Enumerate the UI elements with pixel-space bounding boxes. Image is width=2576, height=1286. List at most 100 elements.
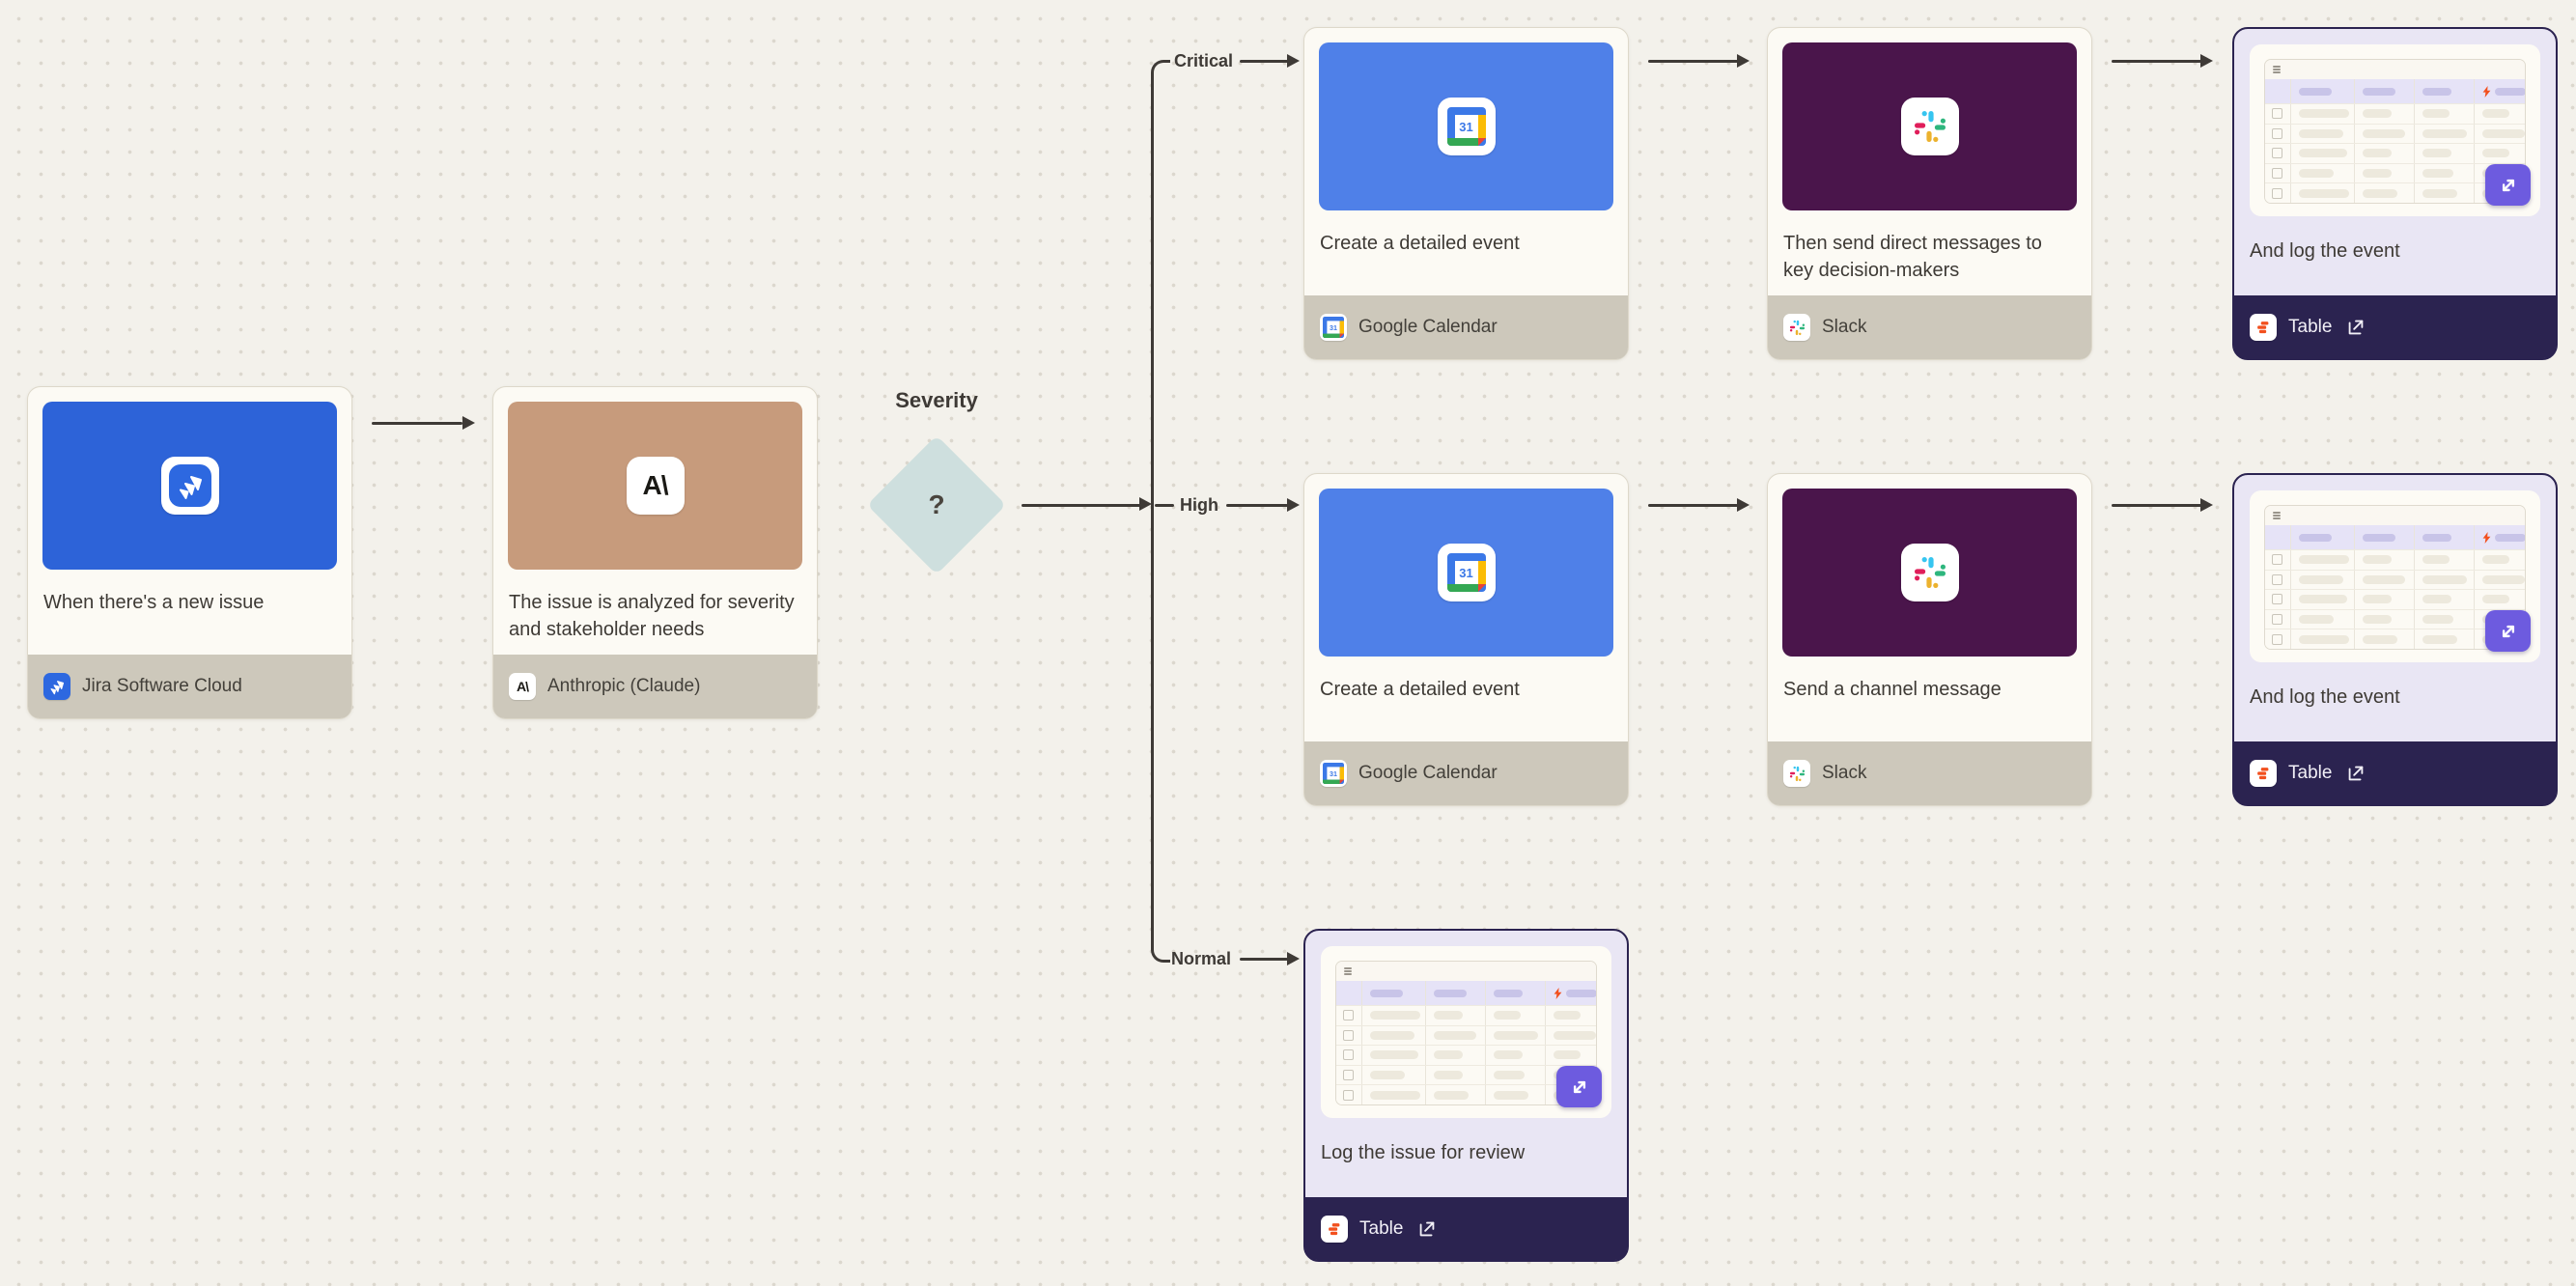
- table-header-row: [2265, 525, 2525, 549]
- row-checkbox: [2272, 614, 2282, 626]
- table-preview-grid: [1335, 961, 1597, 1105]
- table-icon: [2250, 759, 2277, 787]
- table-toolbar: [2265, 60, 2525, 79]
- table-row: [1336, 1045, 1596, 1065]
- node-card-gcal-critical[interactable]: 31 Create a detailed event 31 Google Cal…: [1303, 27, 1629, 360]
- node-app-name: Slack: [1822, 763, 1867, 783]
- decision-symbol: ?: [928, 489, 945, 519]
- row-checkbox: [1343, 1070, 1354, 1081]
- jira-icon: [160, 457, 219, 515]
- lightning-icon: [1554, 987, 1562, 999]
- table-row: [2265, 569, 2525, 590]
- table-preview: [2250, 44, 2540, 216]
- table-toolbar: [1336, 962, 1596, 981]
- node-app-bar: Table: [2234, 741, 2556, 804]
- connector-arrowhead: [1737, 53, 1750, 68]
- table-row: [2265, 143, 2525, 163]
- table-icon: [2250, 313, 2277, 341]
- table-row: [1336, 1005, 1596, 1025]
- expand-button[interactable]: [1556, 1066, 1602, 1107]
- table-preview-grid: [2264, 505, 2526, 650]
- node-app-bar: Table: [2234, 295, 2556, 358]
- node-thumbnail: 31: [1319, 42, 1613, 210]
- connector-arrowhead: [1737, 497, 1750, 512]
- node-app-name: Table: [1359, 1217, 1404, 1239]
- branch-label-normal: Normal: [1171, 949, 1232, 968]
- node-card-anthropic-analyze[interactable]: A\ The issue is analyzed for severity an…: [492, 386, 818, 719]
- decision-label: Severity: [895, 388, 978, 412]
- node-app-bar: 31 Google Calendar: [1304, 741, 1628, 805]
- node-app-bar: 31 Google Calendar: [1304, 295, 1628, 359]
- table-rows: [2265, 549, 2525, 649]
- node-title: And log the event: [2250, 240, 2400, 262]
- node-app-name: Google Calendar: [1358, 317, 1498, 337]
- node-card-table-normal[interactable]: Log the issue for review Table: [1303, 929, 1629, 1262]
- node-app-name: Table: [2288, 762, 2333, 783]
- external-link-icon[interactable]: [2345, 317, 2366, 338]
- expand-icon: [2502, 625, 2514, 637]
- row-checkbox: [1343, 1049, 1354, 1061]
- menu-icon: [2273, 66, 2281, 73]
- menu-icon: [1344, 967, 1352, 975]
- google-calendar-icon: 31: [1437, 98, 1496, 155]
- node-app-name: Slack: [1822, 317, 1867, 337]
- branch-corner: [1150, 59, 1170, 79]
- table-header-row: [1336, 981, 1596, 1005]
- node-app-bar: A\ Anthropic (Claude): [493, 655, 817, 718]
- table-row: [2265, 103, 2525, 124]
- expand-button[interactable]: [2485, 610, 2531, 652]
- node-app-name: Google Calendar: [1358, 763, 1498, 783]
- node-title: Create a detailed event: [1320, 233, 1520, 254]
- table-icon: [1321, 1215, 1348, 1243]
- node-title: Send a channel message: [1783, 679, 2002, 700]
- node-title: Then send direct messages to key decisio…: [1783, 233, 2042, 282]
- lightning-icon: [2482, 85, 2491, 98]
- node-thumbnail: A\: [508, 402, 802, 570]
- node-card-slack-critical[interactable]: Then send direct messages to key decisio…: [1767, 27, 2092, 360]
- table-row: [1336, 1024, 1596, 1046]
- slack-icon: [1900, 98, 1959, 155]
- connector-line: [1240, 59, 1288, 63]
- expand-icon: [2502, 179, 2514, 191]
- node-app-bar: Jira Software Cloud: [28, 655, 351, 718]
- expand-icon: [1573, 1080, 1585, 1093]
- connector-arrowhead: [1139, 497, 1152, 511]
- row-checkbox: [1343, 1089, 1354, 1101]
- node-thumbnail: 31: [1319, 489, 1613, 657]
- node-card-table-critical[interactable]: And log the event Table: [2232, 27, 2558, 360]
- slack-icon: [1900, 544, 1959, 601]
- external-link-icon[interactable]: [2345, 763, 2366, 784]
- table-preview: [2250, 490, 2540, 662]
- node-thumbnail: [1782, 42, 2077, 210]
- row-checkbox: [2272, 633, 2282, 645]
- node-title: When there's a new issue: [43, 592, 265, 613]
- external-link-icon[interactable]: [1416, 1218, 1438, 1240]
- connector-arrowhead: [462, 415, 475, 430]
- node-card-slack-high[interactable]: Send a channel message Slack: [1767, 473, 2092, 806]
- node-title: Log the issue for review: [1321, 1142, 1526, 1163]
- connector-arrowhead: [2200, 53, 2213, 68]
- node-card-gcal-high[interactable]: 31 Create a detailed event 31 Google Cal…: [1303, 473, 1629, 806]
- expand-button[interactable]: [2485, 164, 2531, 206]
- table-row: [1336, 1084, 1596, 1104]
- row-checkbox: [2272, 187, 2282, 199]
- row-checkbox: [2272, 108, 2282, 120]
- google-calendar-icon: 31: [1320, 760, 1347, 787]
- row-checkbox: [1343, 1010, 1354, 1021]
- slack-icon: [1783, 314, 1810, 341]
- node-card-jira-trigger[interactable]: When there's a new issue Jira Software C…: [27, 386, 352, 719]
- connector-line: [1648, 503, 1738, 507]
- connector-line: [1240, 957, 1288, 961]
- connector-arrowhead: [1287, 497, 1300, 512]
- connector-arrowhead: [1287, 951, 1300, 965]
- jira-icon: [43, 673, 70, 700]
- table-rows: [2265, 103, 2525, 203]
- connector-line: [2112, 59, 2201, 63]
- google-calendar-icon: 31: [1320, 314, 1347, 341]
- branch-corner: [1150, 943, 1170, 963]
- row-checkbox: [2272, 127, 2282, 139]
- node-card-table-high[interactable]: And log the event Table: [2232, 473, 2558, 806]
- connector-line: [372, 421, 462, 425]
- connector-line: [1226, 503, 1288, 507]
